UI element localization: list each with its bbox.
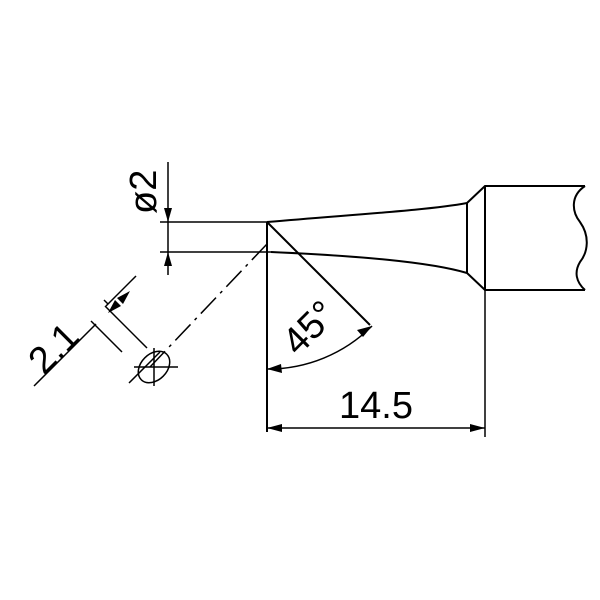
angle-dimension: 45° xyxy=(266,293,373,373)
length-dimension: 14.5 xyxy=(267,290,486,437)
break-line xyxy=(572,185,588,291)
tip-shank xyxy=(466,185,588,291)
tip-taper xyxy=(266,202,468,274)
diameter-dimension: ø2 xyxy=(123,162,271,275)
length-label: 14.5 xyxy=(339,385,413,427)
tip-bevel xyxy=(266,221,371,432)
bevel-width-label: 2.1 xyxy=(21,315,88,382)
bevel-face-ellipse xyxy=(137,350,171,384)
bevel-face-detail xyxy=(134,243,268,386)
diameter-label: ø2 xyxy=(123,170,165,214)
